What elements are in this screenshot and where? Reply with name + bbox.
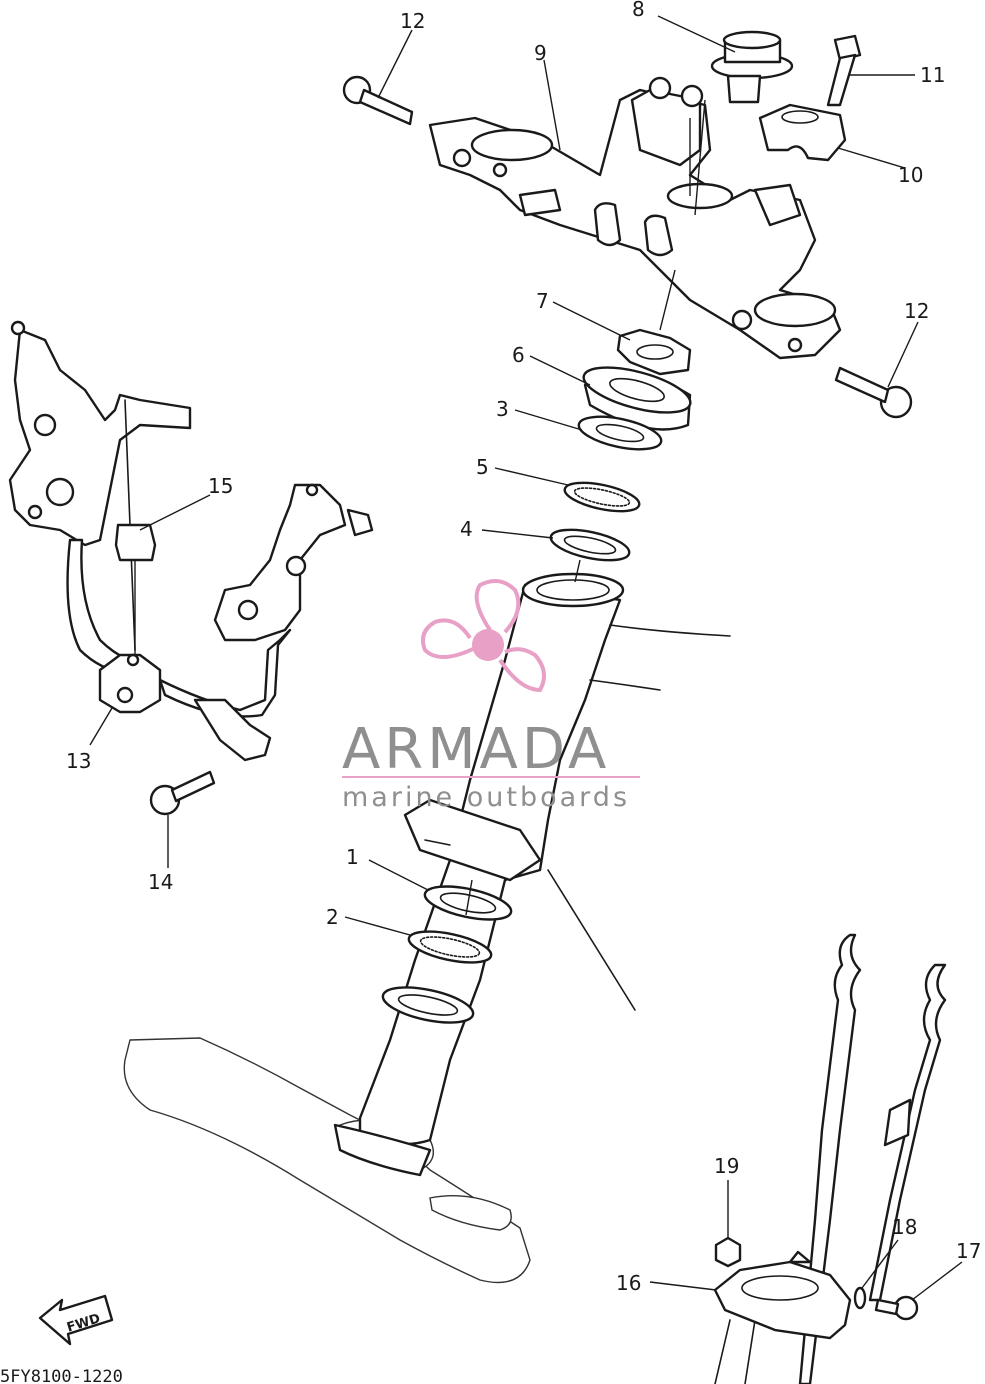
callout-4: 4 bbox=[460, 517, 473, 541]
side-upright-bracket bbox=[213, 483, 374, 642]
lower-ball-bearing bbox=[407, 930, 493, 964]
lower-stem-collar bbox=[333, 986, 475, 1177]
callout-10: 10 bbox=[898, 163, 923, 187]
ring-nut bbox=[616, 328, 692, 376]
callout-6: 6 bbox=[512, 343, 525, 367]
callout-2: 2 bbox=[326, 905, 339, 929]
callout-3: 3 bbox=[496, 397, 509, 421]
callout-18: 18 bbox=[892, 1215, 917, 1239]
callout-15: 15 bbox=[208, 474, 233, 498]
steering-stem-bolt bbox=[710, 30, 794, 104]
holder-bolt bbox=[826, 34, 862, 107]
pinch-bolt-right bbox=[834, 366, 913, 419]
callout-5: 5 bbox=[476, 455, 489, 479]
callout-8: 8 bbox=[632, 0, 645, 21]
washer-18 bbox=[853, 1286, 867, 1310]
context-lines bbox=[547, 624, 731, 1011]
clamp-bolt-17 bbox=[874, 1295, 919, 1321]
callout-16: 16 bbox=[616, 1271, 641, 1295]
under-bracket-ghost bbox=[123, 1037, 531, 1284]
armada-watermark: ARMADA marine outboards bbox=[342, 579, 640, 813]
upper-bearing-race bbox=[549, 528, 631, 562]
callout-12-top: 12 bbox=[400, 9, 425, 33]
upper-bracket bbox=[428, 76, 842, 360]
callout-17: 17 bbox=[956, 1239, 981, 1263]
callout-11: 11 bbox=[920, 63, 945, 87]
nut-19 bbox=[714, 1236, 742, 1268]
pinch-bolt-top bbox=[342, 75, 414, 126]
diagram-code: 5FY8100-1220 bbox=[0, 1367, 123, 1384]
upper-bearing-cover bbox=[577, 415, 663, 451]
watermark-title: ARMADA bbox=[342, 717, 610, 782]
leader-lines bbox=[89, 15, 963, 1301]
callout-labels: 12 8 9 11 10 12 7 6 3 5 4 1 2 15 13 14 1… bbox=[66, 0, 981, 1295]
callout-9: 9 bbox=[534, 41, 547, 65]
propeller-logo bbox=[421, 579, 546, 693]
rubber-damper bbox=[114, 523, 157, 562]
left-mount-bracket bbox=[8, 320, 192, 547]
fwd-arrow-icon: FWD bbox=[38, 1294, 114, 1346]
callout-13: 13 bbox=[66, 749, 91, 773]
flange-bolt-14 bbox=[149, 770, 216, 816]
watermark-subtitle: marine outboards bbox=[342, 782, 630, 813]
callout-1: 1 bbox=[346, 845, 359, 869]
callout-14: 14 bbox=[148, 870, 173, 894]
fork-guide-clamp bbox=[713, 1250, 852, 1340]
handlebar-holder bbox=[758, 103, 847, 162]
callout-19: 19 bbox=[714, 1154, 739, 1178]
callout-12-right: 12 bbox=[904, 299, 929, 323]
callout-7: 7 bbox=[536, 289, 549, 313]
mount-clamp bbox=[98, 653, 162, 714]
upper-ball-bearing bbox=[563, 481, 641, 513]
